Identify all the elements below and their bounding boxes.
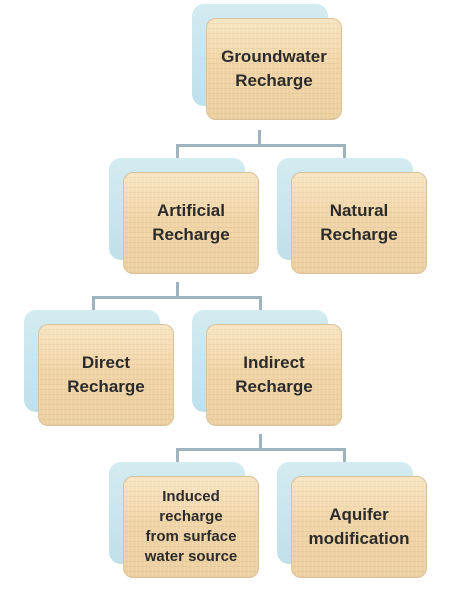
connector-level2-bar (92, 296, 262, 299)
connector-level1-bar (176, 144, 346, 147)
node-label: Artificial Recharge (152, 201, 230, 244)
node-induced-recharge: Induced recharge from surface water sour… (109, 462, 259, 578)
node-label: Direct Recharge (67, 353, 145, 396)
connector-to-artificial (176, 144, 179, 158)
node-label: Induced recharge from surface water sour… (144, 488, 238, 565)
node-box: Aquifer modification (291, 476, 427, 578)
node-label: Indirect Recharge (235, 353, 313, 396)
node-label: Natural Recharge (320, 201, 398, 244)
node-box: Indirect Recharge (206, 324, 342, 426)
connector-level3-bar (176, 448, 346, 451)
node-box: Induced recharge from surface water sour… (123, 476, 259, 578)
connector-artificial-stem (176, 282, 179, 296)
node-aquifer-modification: Aquifer modification (277, 462, 427, 578)
node-box: Groundwater Recharge (206, 18, 342, 120)
connector-to-direct (92, 296, 95, 310)
node-box: Direct Recharge (38, 324, 174, 426)
node-artificial-recharge: Artificial Recharge (109, 158, 259, 274)
connector-to-natural (343, 144, 346, 158)
connector-indirect-stem (259, 434, 262, 448)
node-groundwater-recharge: Groundwater Recharge (192, 4, 342, 120)
connector-to-indirect (259, 296, 262, 310)
node-indirect-recharge: Indirect Recharge (192, 310, 342, 426)
connector-to-induced (176, 448, 179, 462)
connector-to-aquifer (343, 448, 346, 462)
node-box: Natural Recharge (291, 172, 427, 274)
node-natural-recharge: Natural Recharge (277, 158, 427, 274)
connector-root-stem (258, 130, 261, 144)
node-label: Aquifer modification (308, 505, 410, 548)
node-direct-recharge: Direct Recharge (24, 310, 174, 426)
node-label: Groundwater Recharge (221, 47, 327, 90)
node-box: Artificial Recharge (123, 172, 259, 274)
